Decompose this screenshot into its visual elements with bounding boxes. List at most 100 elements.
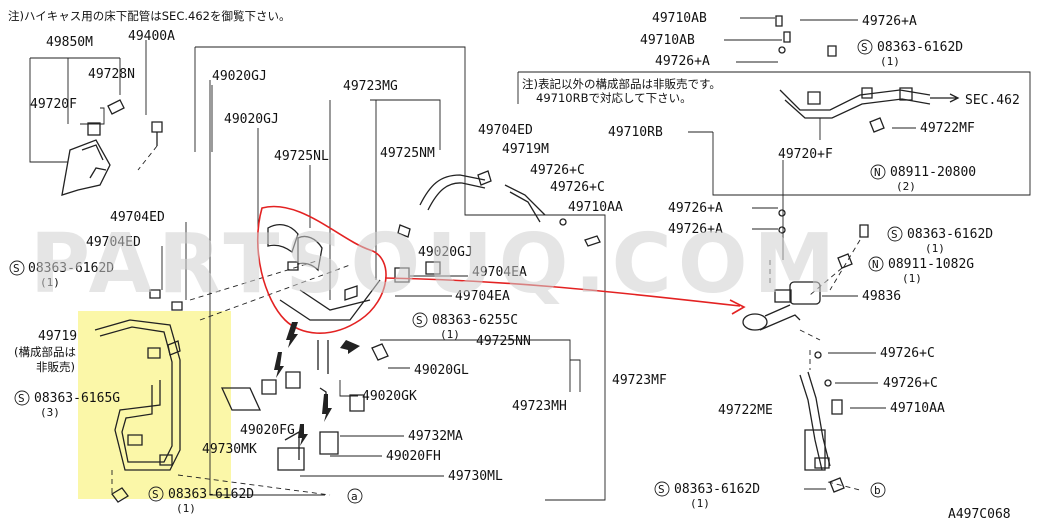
arrow-right-icon [340,340,360,354]
part-label[interactable]: 08911-1082G [888,257,974,272]
part-label[interactable]: 49726+C [880,346,935,361]
part-label[interactable]: 49704EA [455,289,510,304]
part-label[interactable]: 49722ME [718,403,773,418]
s-prefix: S [416,314,423,327]
part-label[interactable]: 49730MK [202,442,257,457]
leader-line [819,118,916,140]
part-label[interactable]: 08363-6255C [432,313,518,328]
part-label[interactable]: 49704ED [110,210,165,225]
part-label[interactable]: 49726+A [668,222,723,237]
part-label[interactable]: 08363-6162D [674,482,760,497]
quantity: (1) [176,502,196,515]
part-label[interactable]: 49020FH [386,449,441,464]
red-arrow-head-icon [729,299,746,315]
washer-part [778,46,786,54]
fastener-08363-6165G: S 08363-6165G (3) [14,390,120,419]
part-label[interactable]: 49725NL [274,149,329,164]
right-note-line: 49710RBで対応して下さい。 [536,91,692,105]
part-label[interactable]: 49726+C [530,163,585,178]
arrow-down-icon [274,352,284,378]
part-label[interactable]: 08911-20800 [890,165,976,180]
part-label[interactable]: 49730ML [448,469,503,484]
note-box [518,71,1031,196]
washer-part [824,379,832,387]
fastener-08363-6162D-mid: S 08363-6162D (1) [887,226,993,255]
s-prefix: S [861,41,868,54]
part-label[interactable]: 49020GJ [418,245,473,260]
pipe-part [94,319,181,471]
part-label[interactable]: 49719M [502,142,549,157]
part-label[interactable]: 49722MF [920,121,975,136]
part-label[interactable]: 49400A [128,29,175,44]
part-label[interactable]: 49719 [38,329,77,344]
part-label[interactable]: 08363-6162D [168,487,254,502]
part-label[interactable]: 49726+A [668,201,723,216]
hose-part [427,182,486,211]
pipe-part [799,374,823,471]
part-label[interactable]: 49704ED [478,123,533,138]
dashed-leader [809,239,861,296]
part-label[interactable]: 49728N [88,67,135,82]
pipe-part [807,371,831,467]
part-label[interactable]: 49020GK [362,389,417,404]
part-label[interactable]: 49710AA [568,200,623,215]
sec-reference[interactable]: SEC.462 [965,93,1020,108]
part-label[interactable]: 49710AA [890,401,945,416]
part-label[interactable]: 08363-6165G [34,391,120,406]
leader-line [80,40,147,125]
clip-part [127,347,173,466]
part-label[interactable]: 49020FG [240,423,295,438]
bracket-part [61,139,111,196]
arrow-icon [930,93,960,103]
part-label[interactable]: 08363-6162D [907,227,993,242]
part-label[interactable]: 49710AB [640,33,695,48]
part-label[interactable]: 49720+F [778,147,833,162]
part-label[interactable]: 49726+C [883,376,938,391]
part-label[interactable]: 49726+C [550,180,605,195]
part-label[interactable]: 49850M [46,35,93,50]
part-label[interactable]: 49020GJ [212,69,267,84]
part-label[interactable]: 49720F [30,97,77,112]
quantity: (1) [440,328,460,341]
watermark: PARTSOUQ.COM [30,217,841,312]
fastener-08911-1082G: N 08911-1082G (1) [868,256,974,285]
quantity: (1) [880,55,900,68]
part-label[interactable]: 49723MF [612,373,667,388]
clip-part [371,343,389,361]
part-label[interactable]: 08363-6162D [877,40,963,55]
top-note: 注)ハイキャス用の床下配管はSEC.462を御覧下さい。 [8,9,290,23]
part-label[interactable]: 49710AB [652,11,707,26]
part-label[interactable]: 49726+A [862,14,917,29]
part-label[interactable]: 49725NN [476,334,531,349]
part-label[interactable]: 49020GL [414,363,469,378]
clip-part [807,87,913,105]
s-circle-icon [887,226,903,242]
dashed-leader [769,260,821,341]
part-label[interactable]: 49723MG [343,79,398,94]
leader-line [300,435,444,477]
callout-b-icon [870,482,886,498]
part-label[interactable]: 49020GJ [224,112,279,127]
dashed-leader [137,145,158,171]
bolt-part [827,45,837,57]
part-label[interactable]: 49726+A [655,54,710,69]
bolt-part [167,340,181,356]
part-label[interactable]: 49710RB [608,125,663,140]
bolt-part [869,117,885,133]
part-label[interactable]: 49725NM [380,146,435,161]
part-label[interactable]: 49704EA [472,265,527,280]
bolt-part [775,15,791,43]
pipe-part [779,89,931,111]
part-label[interactable]: 49704ED [86,235,141,250]
part-label[interactable]: 49732MA [408,429,463,444]
hose-part [419,174,486,206]
part-label[interactable]: 08363-6162D [28,261,114,276]
hose-part [297,235,323,272]
diagram-id: A497C068 [948,507,1011,522]
s-prefix: S [891,228,898,241]
washer-part [778,226,786,234]
part-label[interactable]: 49836 [862,289,901,304]
fastener-08363-6162D-lower-right: S 08363-6162D (1) [654,481,760,510]
part-label[interactable]: 49723MH [512,399,567,414]
